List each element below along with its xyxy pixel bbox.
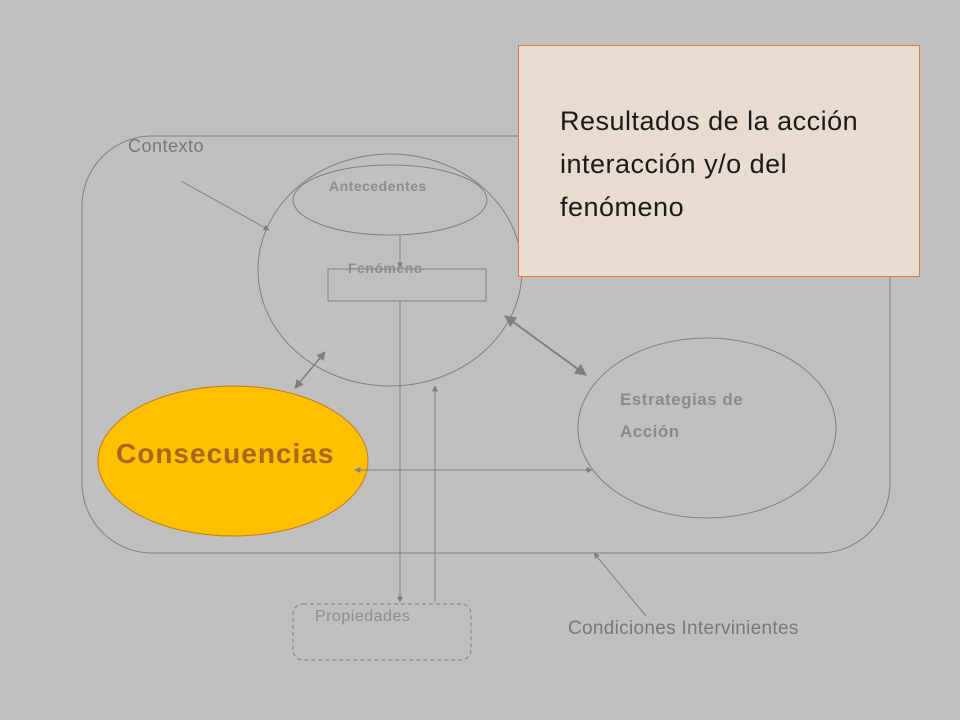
- consecuencias-label: Consecuencias: [116, 438, 335, 469]
- callout-box: Resultados de la acción interacción y/o …: [518, 45, 920, 277]
- condiciones-arrow: [593, 552, 647, 617]
- propiedades-box: [292, 603, 472, 661]
- antecedentes-ellipse: [292, 164, 488, 236]
- antecedentes-label: Antecedentes: [329, 178, 427, 194]
- condiciones-intervinientes-label: Condiciones Intervinientes: [568, 618, 799, 639]
- phenomenon-consecuencias-arrow: [294, 351, 326, 389]
- contexto-label: Contexto: [128, 136, 205, 156]
- context-boundary: [81, 135, 891, 554]
- fenomeno-label: Fenómeno: [348, 260, 423, 276]
- estrategias-ellipse: [577, 337, 837, 519]
- propiedades-label: Propiedades: [315, 608, 411, 625]
- estrategias-label: Estrategias de Acción: [620, 390, 744, 441]
- consecuencias-ellipse: [97, 385, 369, 537]
- callout-text: Resultados de la acción interacción y/o …: [560, 106, 859, 222]
- phenomenon-estrategias-arrow: [504, 315, 587, 376]
- contexto-arrow: [180, 180, 270, 231]
- fenomeno-box: [327, 268, 487, 302]
